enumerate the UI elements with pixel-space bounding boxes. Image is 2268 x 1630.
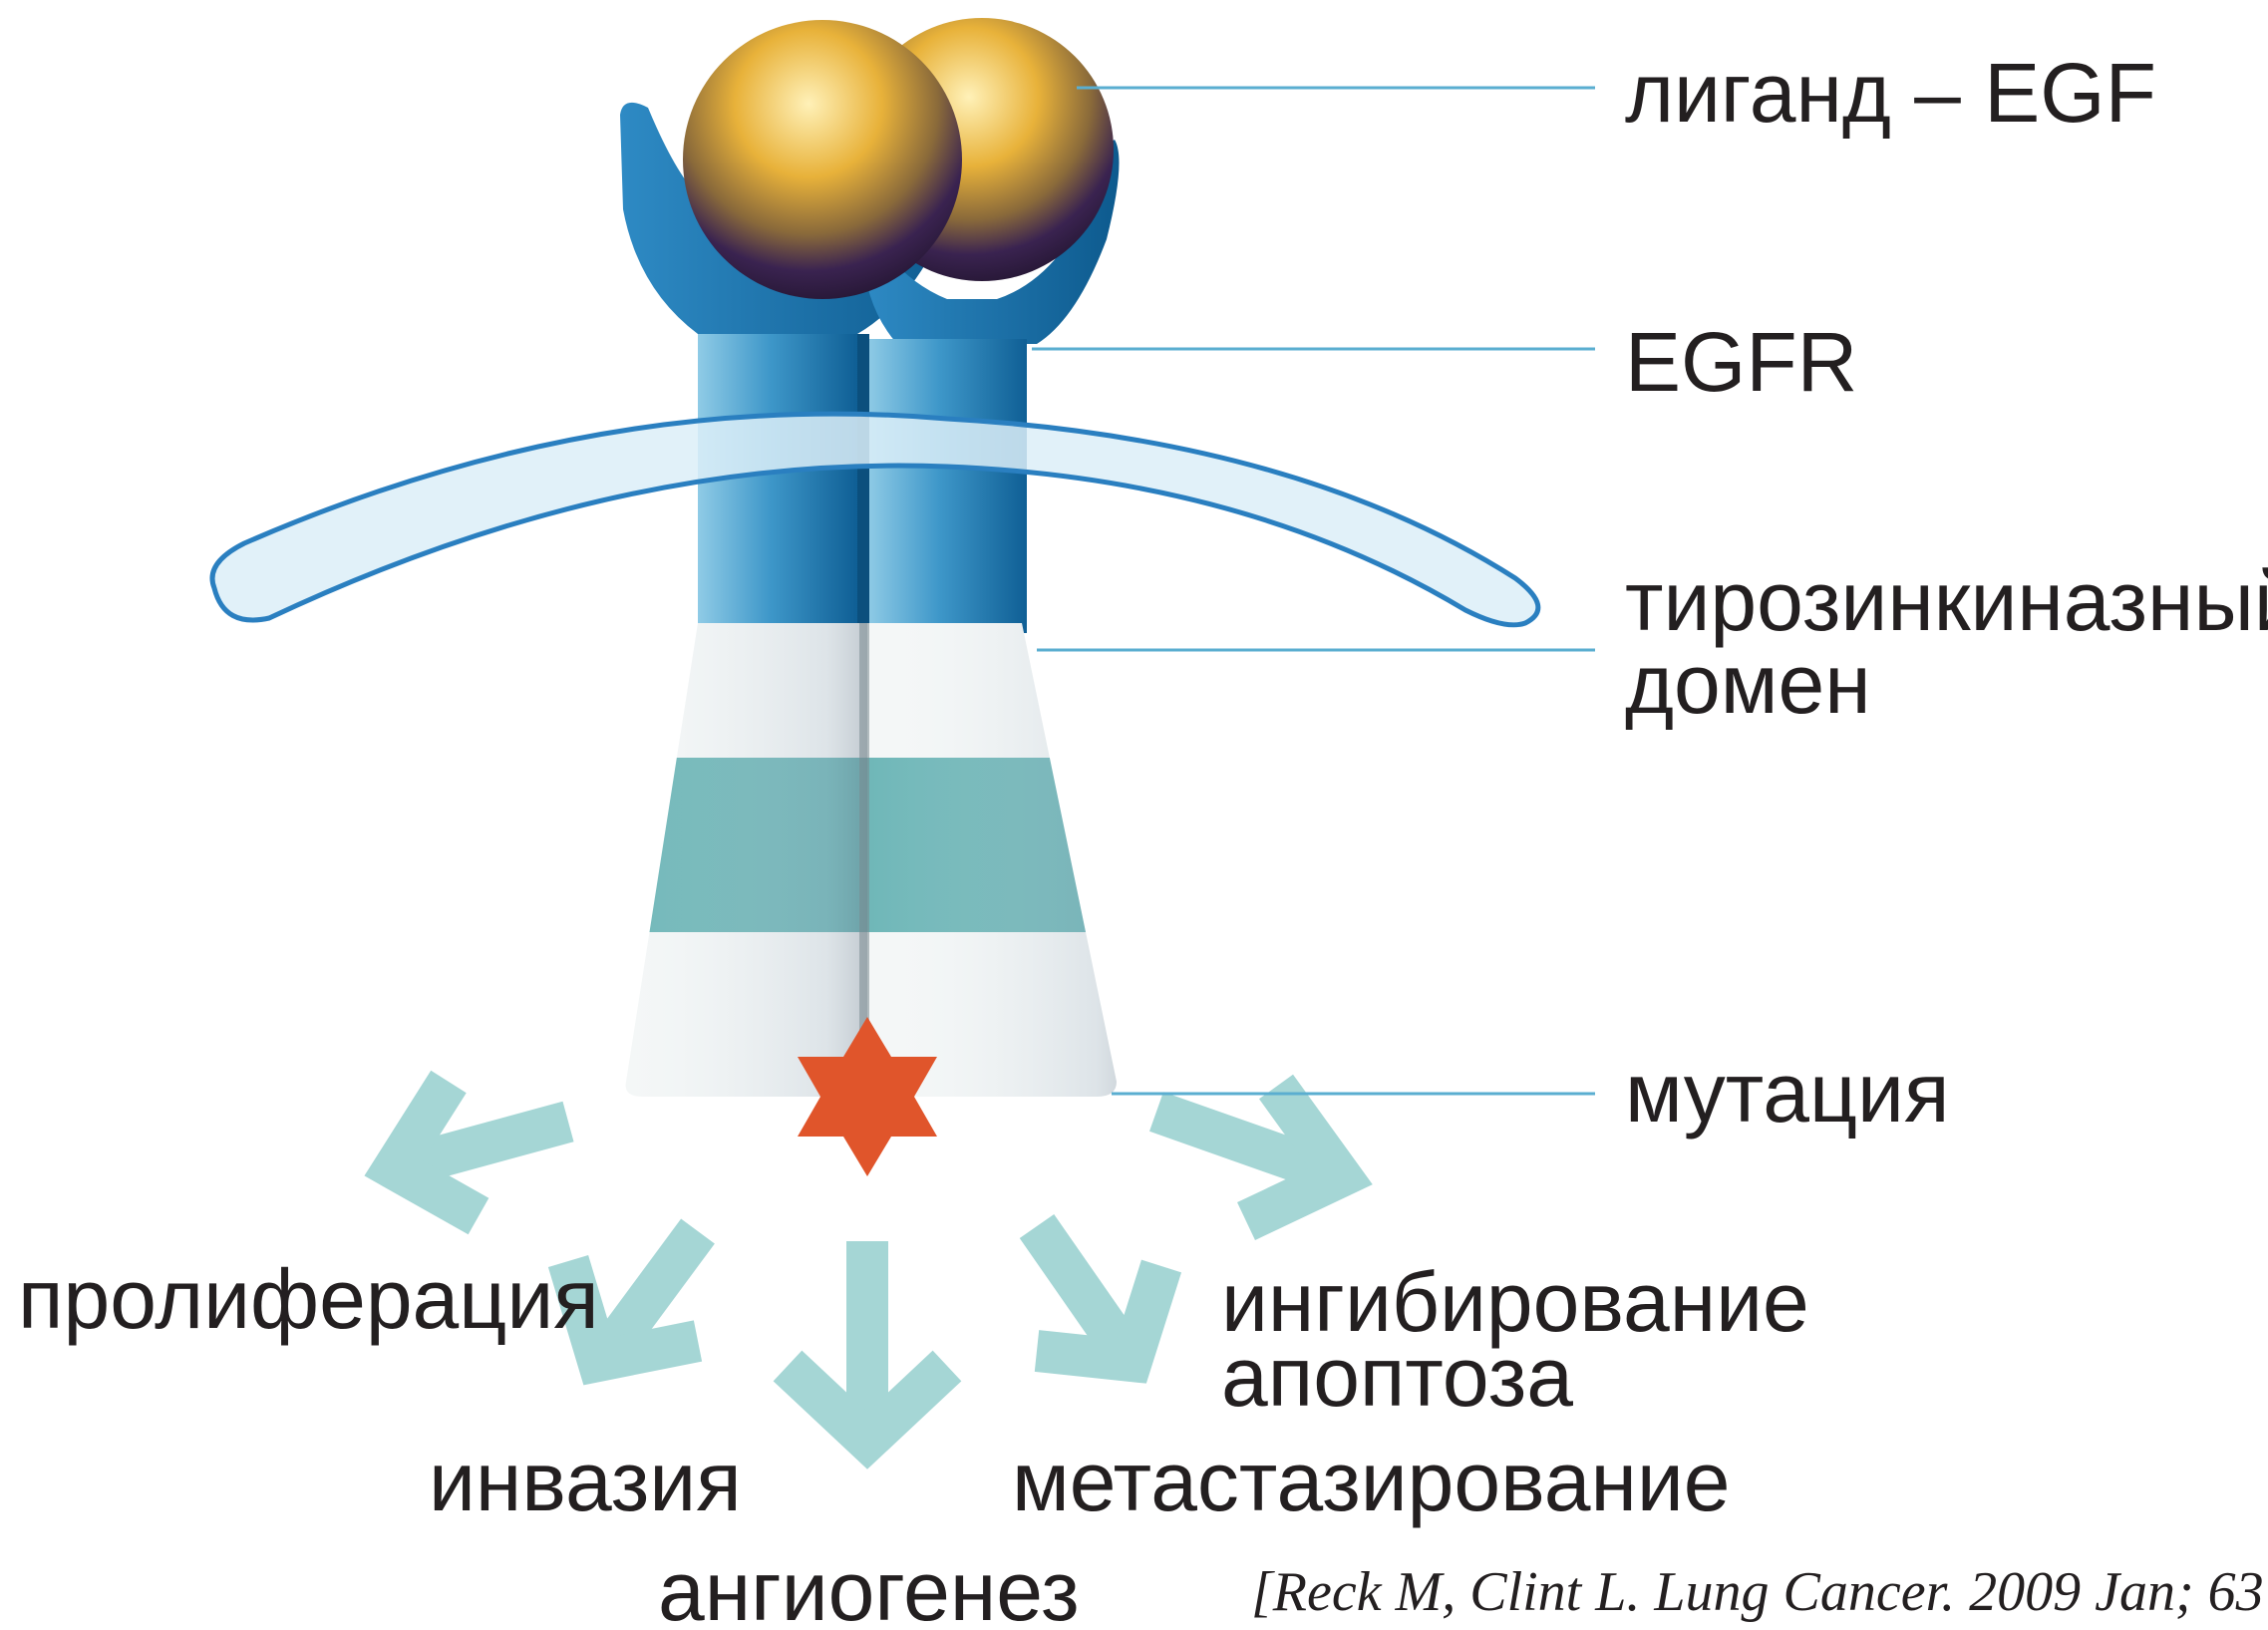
label-receptor: EGFR (1625, 315, 1857, 409)
label-kinase-line2: домен (1625, 637, 1871, 731)
label-ligand: лиганд – EGF (1625, 46, 2156, 140)
label-proliferation: пролиферация (18, 1252, 599, 1346)
arrow-proliferation (394, 1082, 568, 1216)
label-angiogenesis: ангиогенез (658, 1544, 1080, 1630)
ligand-sphere-left (683, 20, 962, 299)
label-invasion: инвазия (429, 1435, 742, 1528)
label-apoptosis-line2: апоптоза (1221, 1330, 1573, 1424)
label-mutation: мутация (1625, 1046, 1949, 1140)
label-kinase-line1: тирозинкиназный (1625, 554, 2268, 648)
receptor-left-stem (698, 334, 857, 633)
ligand-egf (683, 18, 1114, 299)
receptor-right-stem (867, 339, 1027, 633)
label-metastasis: метастазирование (1012, 1435, 1731, 1528)
arrow-angiogenesis (788, 1241, 947, 1441)
citation: [Reck M, Clint L. Lung Cancer. 2009 Jan;… (1251, 1561, 2264, 1623)
arrow-metastasis (1037, 1226, 1161, 1361)
arrow-apoptosis-inhibition (1156, 1087, 1341, 1221)
